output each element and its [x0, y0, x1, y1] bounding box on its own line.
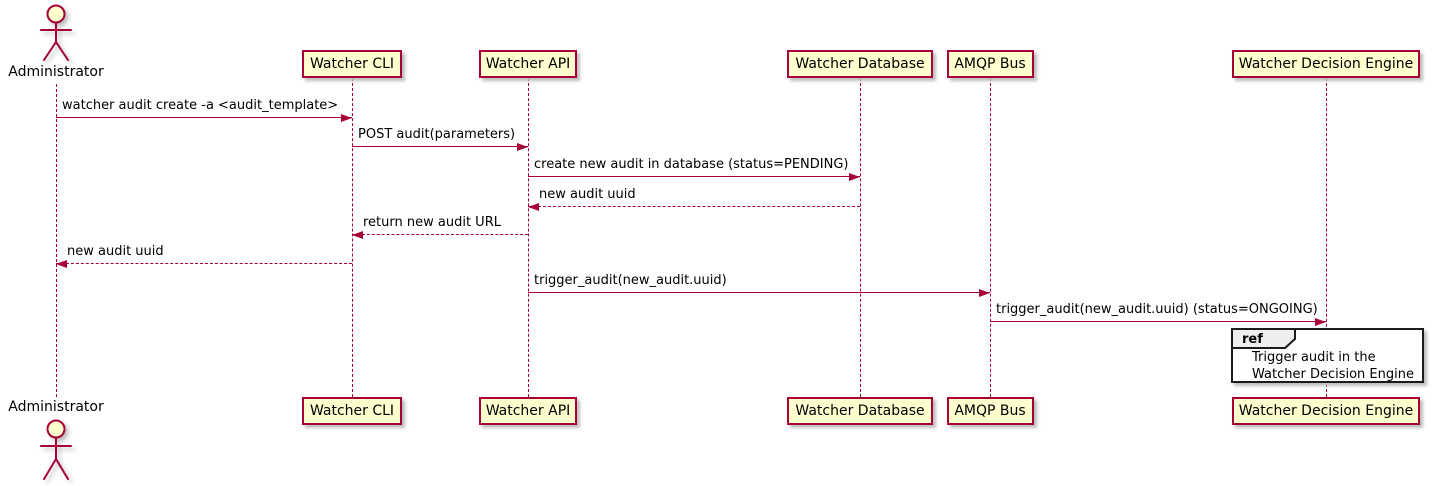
message-text: POST audit(parameters) [358, 127, 516, 142]
message-line-dashed [56, 263, 352, 264]
actor-icon [40, 419, 72, 480]
message-line-solid [528, 292, 990, 293]
participant-amqp-bus-bottom: AMQP Bus [946, 397, 1034, 425]
ref-fragment: ref Trigger audit in the Watcher Decisio… [1231, 328, 1424, 383]
ref-tab: ref [1231, 328, 1296, 349]
participant-watcher-database-bottom: Watcher Database [787, 397, 933, 425]
participant-watcher-database-top: Watcher Database [787, 50, 933, 78]
lifeline-watcher-api [528, 78, 529, 397]
participant-watcher-decision-engine-top: Watcher Decision Engine [1232, 50, 1420, 78]
arrowhead-left [56, 259, 67, 268]
participant-watcher-cli-bottom: Watcher CLI [302, 397, 402, 425]
message-text: create new audit in database (status=PEN… [534, 157, 849, 172]
lifeline-watcher-database [860, 78, 861, 397]
ref-text-line: Trigger audit in the [1252, 350, 1376, 365]
arrowhead-right [341, 113, 352, 122]
arrowhead-right [979, 288, 990, 297]
participant-watcher-api-top: Watcher API [479, 50, 577, 78]
arrowhead-left [352, 230, 363, 239]
lifeline-administrator [56, 84, 57, 397]
actor-icon [40, 4, 72, 61]
arrowhead-right [517, 142, 528, 151]
lifeline-watcher-decision-engine [1326, 78, 1327, 397]
ref-keyword: ref [1242, 332, 1263, 347]
message-text: trigger_audit(new_audit.uuid) [534, 273, 727, 288]
participant-watcher-api-bottom: Watcher API [479, 397, 577, 425]
arrowhead-right [1315, 317, 1326, 326]
arrowhead-left [528, 202, 539, 211]
message-line-dashed [352, 234, 528, 235]
arrowhead-right [849, 172, 860, 181]
participant-watcher-decision-engine-bottom: Watcher Decision Engine [1232, 397, 1420, 425]
message-line-solid [990, 321, 1326, 322]
actor-label-top: Administrator [8, 64, 104, 80]
actor-label-bottom: Administrator [8, 399, 104, 415]
message-text: trigger_audit(new_audit.uuid) (status=ON… [996, 302, 1318, 317]
message-line-solid [56, 117, 352, 118]
lifeline-amqp-bus [990, 78, 991, 397]
participant-amqp-bus-top: AMQP Bus [946, 50, 1034, 78]
message-line-solid [528, 176, 860, 177]
participant-watcher-cli-top: Watcher CLI [302, 50, 402, 78]
ref-text-line: Watcher Decision Engine [1252, 367, 1414, 382]
message-text: new audit uuid [539, 187, 636, 202]
message-text: new audit uuid [67, 244, 164, 259]
message-line-solid [352, 146, 528, 147]
message-text: return new audit URL [363, 215, 501, 230]
message-text: watcher audit create -a <audit_template> [62, 98, 339, 113]
message-line-dashed [528, 206, 860, 207]
